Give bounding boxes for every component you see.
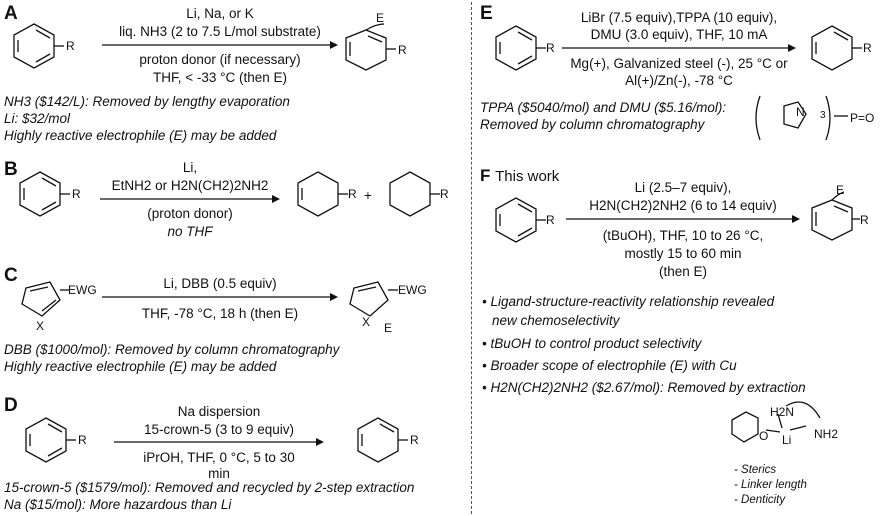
panel-C-reagent: Li, DBB (0.5 equiv) [163,276,277,291]
panel-F-product-diene [811,191,860,241]
panel-B-reagent-2: EtNH2 or H2N(CH2)2NH2 [111,178,269,193]
panel-B-product-cyclohexane [389,171,440,217]
panel-E-TPPA-structure [755,95,848,141]
panel-E-TPPA-subscript: 3 [820,110,826,121]
panel-A-product-diene [345,23,396,71]
panel-A-note-1: NH3 ($142/L): Removed by lengthy evapora… [4,94,290,109]
panel-divider [471,2,472,514]
panel-B-product2-R: R [440,187,449,201]
panel-B-substituent-R: R [72,187,81,201]
panel-F-label: F This work [480,166,560,185]
panel-D-arrow [114,438,324,446]
panel-F-complex-O: O [759,429,769,443]
panel-F-bullet-3: • Broader scope of electrophile (E) with… [482,358,737,373]
panel-C-note-2: Highly reactive electrophile (E) may be … [4,359,277,374]
panel-B-product1-R: R [348,187,357,201]
panel-A-label: A [4,3,18,24]
panel-D-reagent-2: 15-crown-5 (3 to 9 equiv) [143,422,295,437]
panel-F-bullet-1-cont: new chemoselectivity [492,313,620,328]
panel-A-product-R: R [398,43,407,57]
panel-B-condition-1: (proton donor) [147,206,233,221]
panel-B-reagent-1: Li, [182,160,198,175]
panel-B-label: B [4,159,18,180]
panel-F-complex-H2N: H2N [770,405,795,419]
panel-E-reagent-1: LiBr (7.5 equiv),TPPA (10 equiv), [580,10,778,25]
panel-C-condition: THF, -78 °C, 18 h (then E) [141,306,299,321]
panel-E-arrow [562,44,796,52]
panel-D-label: D [4,395,18,416]
panel-D-note-1: 15-crown-5 ($1579/mol): Removed and recy… [4,480,415,495]
panel-A-reagent-1: Li, Na, or K [186,6,254,21]
panel-A-condition-1: proton donor (if necessary) [139,52,301,67]
panel-F-product-E: E [836,183,845,197]
panel-E-condition-2: Al(+)/Zn(-), -78 °C [625,73,733,88]
panel-C-product-X: X [362,315,371,329]
panel-F-note-linker: - Linker length [734,479,807,491]
panel-F-bullet-4: • H2N(CH2)2NH2 ($2.67/mol): Removed by e… [482,380,806,395]
panel-F-condition-1: (tBuOH), THF, 10 to 26 °C, [602,228,764,243]
panel-F-complex-NH2: NH2 [814,427,839,441]
panel-B-product-cyclohexene [297,171,348,217]
panel-E-product-R: R [863,41,872,55]
panel-F-condition-3: (then E) [658,264,708,279]
panel-A-reagent-2: liq. NH3 (2 to 7.5 L/mol substrate) [119,24,321,39]
panel-E-note-1: TPPA ($5040/mol) and DMU ($5.16/mol): [480,100,727,115]
panel-E-label: E [480,3,493,24]
panel-F-product-R: R [860,213,869,227]
panel-E-condition-1: Mg(+), Galvanized steel (-), 25 °C or [570,56,788,71]
panel-F-reagent-1: Li (2.5–7 equiv), [634,180,732,195]
panel-F-title: This work [495,168,560,185]
panel-C-X: X [36,319,45,333]
panel-C-product-EWG: EWG [398,283,427,297]
panel-E-TPPA-PO: P=O [850,111,875,125]
panel-F-condition-2: mostly 15 to 60 min [624,246,742,261]
panel-A-product-E: E [376,11,385,25]
panel-C-heteroarene [21,281,70,317]
panel-E-reagent-2: DMU (3.0 equiv), THF, 10 mA [590,27,768,42]
panel-F-reagent-2: H2N(CH2)2NH2 (6 to 14 equiv) [589,198,777,213]
panel-A-note-2: Li: $32/mol [4,111,71,126]
panel-E-benzene [495,25,546,71]
panel-A-substituent-R: R [66,39,75,53]
panel-F-bullet-2: • tBuOH to control product selectivity [482,336,702,351]
panel-F-arrow [566,215,800,223]
panel-D-reagent-1: Na dispersion [177,404,261,419]
panel-F-benzene [495,197,546,243]
panel-D-benzene [25,417,76,463]
panel-C-product-E: E [384,321,393,335]
panel-A-note-3: Highly reactive electrophile (E) may be … [4,128,277,143]
panel-B-arrow [100,195,280,203]
panel-F-complex-Li: Li [782,433,792,447]
panel-A-arrow [102,41,338,49]
panel-C-arrow [102,293,338,301]
panel-F-li-complex [731,401,821,443]
panel-D-condition-1: iPrOH, THF, 0 °C, 5 to 30 [143,450,295,465]
panel-A-benzene [13,23,64,69]
panel-F-bullet-1: • Ligand-structure-reactivity relationsh… [482,294,775,309]
panel-E-TPPA-N: N [796,105,805,119]
panel-D-product-R: R [410,433,419,447]
panel-C-product-dihydro [349,281,398,317]
panel-E-note-2: Removed by column chromatography [480,117,705,132]
panel-D-product-diene [357,417,408,463]
panel-A-condition-2: THF, < -33 °C (then E) [152,70,288,85]
panel-B-benzene [19,171,70,217]
panel-B-plus: + [364,188,372,203]
panel-C-EWG: EWG [68,283,97,297]
panel-F-note-sterics: - Sterics [734,464,777,476]
panel-C-label: C [4,265,18,286]
panel-F-substituent-R: R [546,213,555,227]
panel-D-condition-2: min [208,466,230,481]
panel-E-substituent-R: R [546,41,555,55]
panel-D-substituent-R: R [78,433,87,447]
panel-D-note-2: Na ($15/mol): More hazardous than Li [4,497,232,512]
panel-C-note-1: DBB ($1000/mol): Removed by column chrom… [4,342,340,357]
panel-F-note-denticity: - Denticity [734,494,786,506]
panel-E-product-diene [811,25,862,71]
panel-B-condition-2: no THF [167,224,213,239]
